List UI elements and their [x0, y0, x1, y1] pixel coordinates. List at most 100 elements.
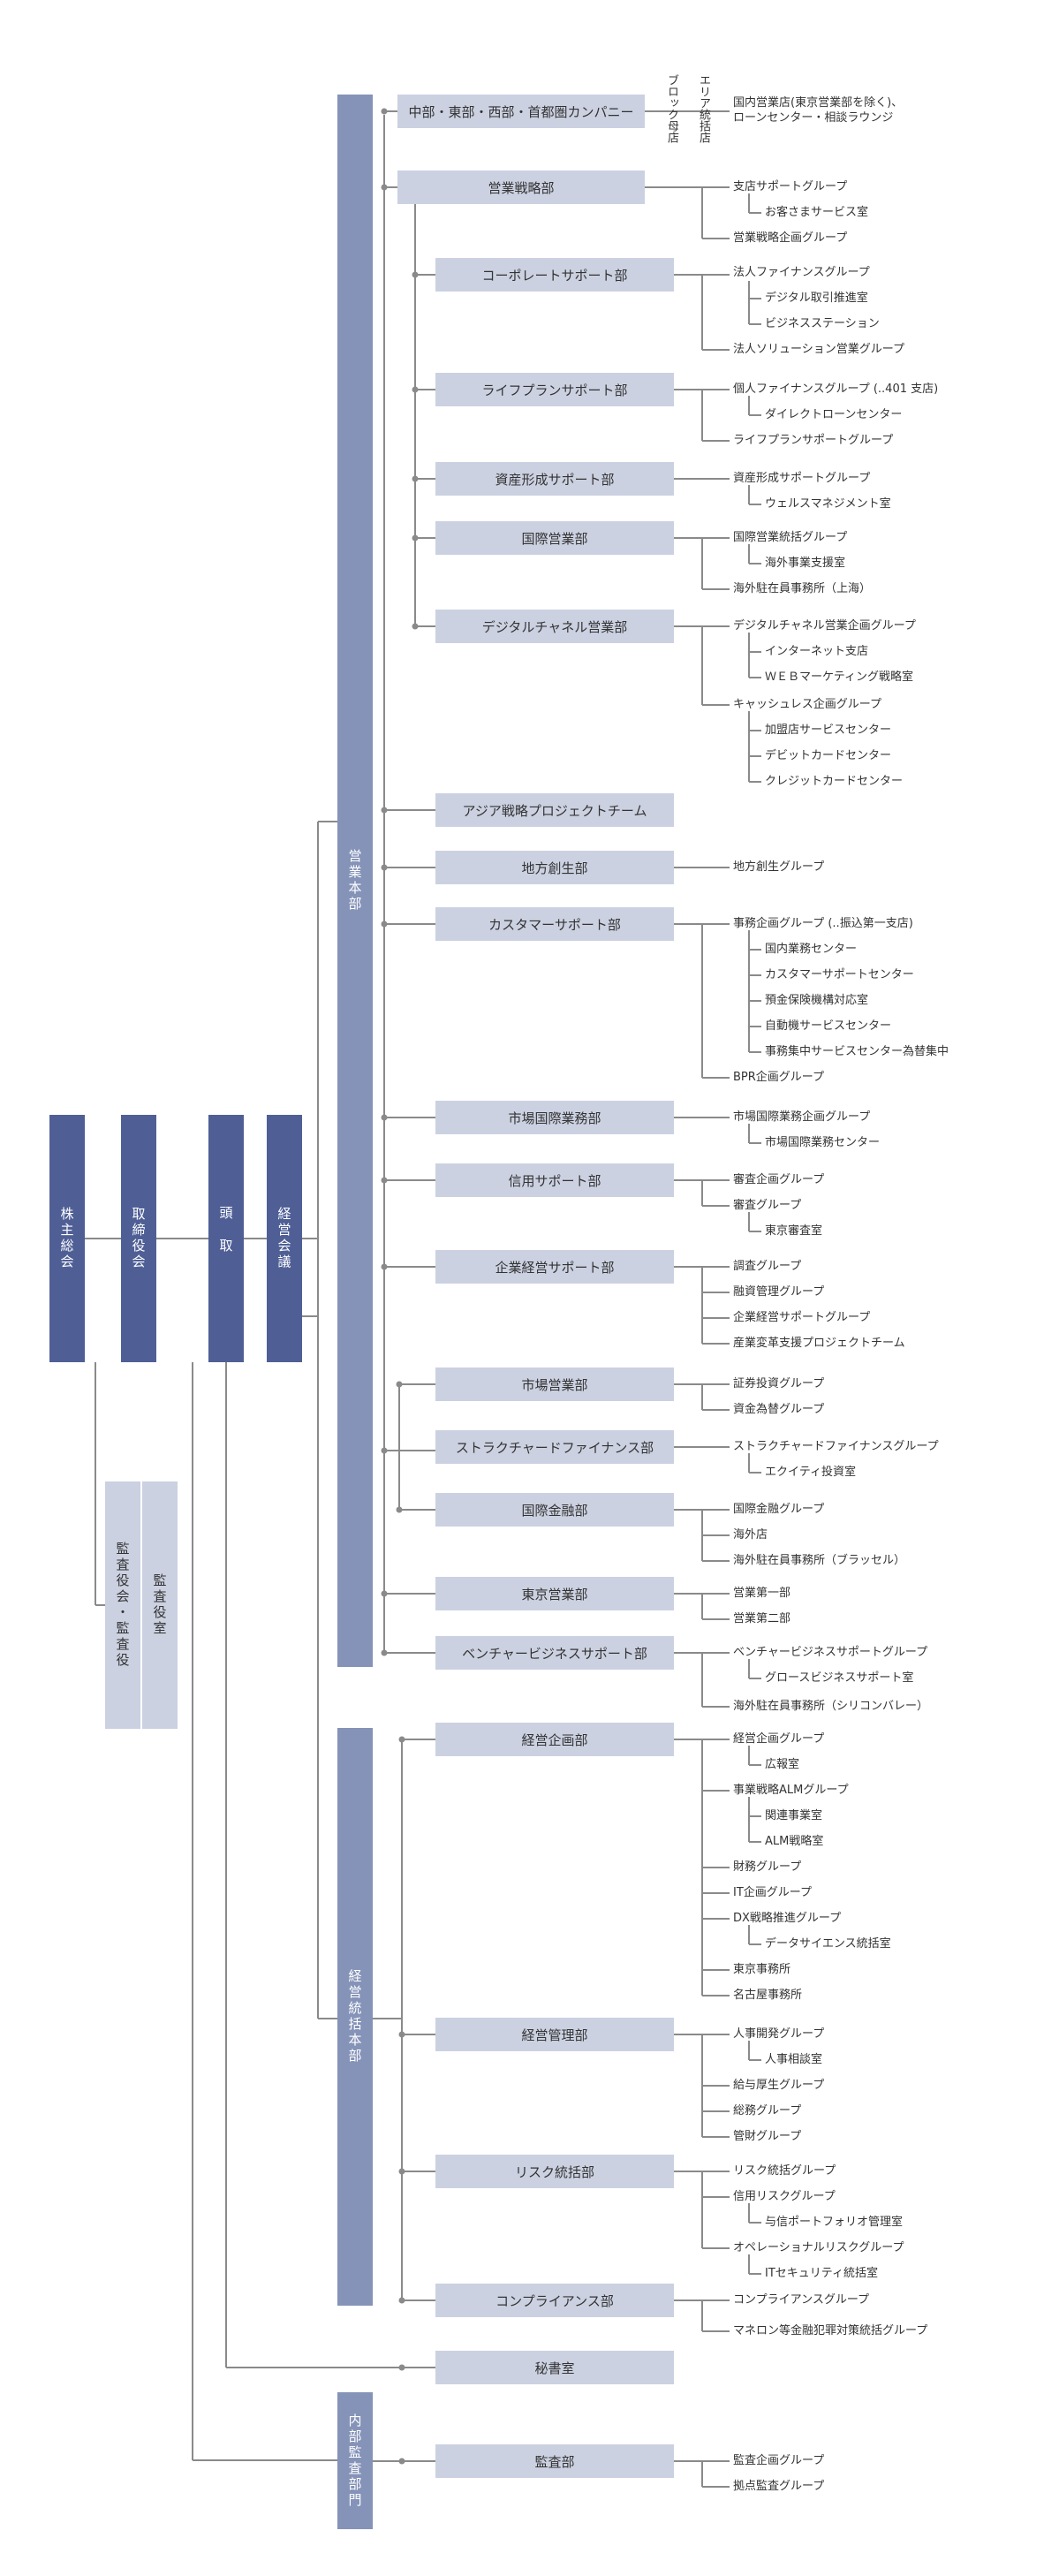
group-item: 法人ソリューション営業グループ	[733, 343, 904, 356]
group-item: DX戦略推進グループ	[733, 1912, 842, 1925]
dept-credit-support: 信用サポート部	[435, 1163, 674, 1197]
group-item: 証券投資グループ	[733, 1377, 825, 1390]
group-item: 地方創生グループ	[733, 860, 825, 874]
dept-asset-formation: 資産形成サポート部	[435, 462, 674, 496]
group-item: 預金保険機構対応室	[765, 994, 869, 1007]
president-box: 頭取	[208, 1115, 244, 1362]
group-item: 自動機サービスセンター	[765, 1019, 892, 1033]
group-item: BPR企画グループ	[733, 1071, 825, 1084]
dept-structured-finance: ストラクチャードファイナンス部	[435, 1430, 674, 1464]
internal-audit-division-box: 内部監査部門	[337, 2392, 373, 2529]
group-item: 営業戦略企画グループ	[733, 231, 848, 245]
group-item: ALM戦略室	[765, 1835, 824, 1848]
dept-tokyo-sales: 東京営業部	[435, 1577, 674, 1610]
group-item: 管財グループ	[733, 2130, 802, 2143]
group-item: 海外駐在員事務所（シリコンバレー）	[733, 1700, 929, 1713]
group-item: 法人ファイナンスグループ	[733, 266, 870, 279]
sales-division-box: 営業本部	[337, 95, 373, 1667]
group-item: ウェルスマネジメント室	[765, 497, 891, 511]
group-item: 信用リスクグループ	[733, 2190, 836, 2203]
group-item: コンプライアンスグループ	[733, 2293, 870, 2307]
group-item: 融資管理グループ	[733, 1285, 825, 1299]
group-item: 財務グループ	[733, 1860, 802, 1874]
group-item: データサイエンス統括室	[765, 1937, 891, 1951]
group-item: 市場国際業務センター	[765, 1136, 881, 1149]
group-item: 人事相談室	[765, 2053, 823, 2066]
group-item: ビジネスステーション	[765, 317, 880, 330]
dept-market-international-ops: 市場国際業務部	[435, 1101, 674, 1134]
dept-digital-channel: デジタルチャネル営業部	[435, 610, 674, 643]
group-item: インターネット支店	[765, 645, 869, 658]
group-item: 国際金融グループ	[733, 1503, 825, 1516]
group-item: 審査グループ	[733, 1199, 802, 1212]
group-item: キャッシュレス企画グループ	[733, 698, 881, 711]
audit-committee-box: 監査役会・監査役	[105, 1481, 140, 1729]
group-item: 海外駐在員事務所（ブラッセル）	[733, 1554, 906, 1567]
dept-customer-support: カスタマーサポート部	[435, 907, 674, 941]
group-item: オペレーショナルリスクグループ	[733, 2241, 904, 2254]
group-item: 個人ファイナンスグループ (..401 支店)	[733, 383, 939, 396]
group-item: 人事開発グループ	[733, 2027, 825, 2041]
group-item: 事業戦略ALMグループ	[733, 1784, 849, 1797]
corporate-division-box: 経営統括本部	[337, 1728, 373, 2306]
connector-dot	[398, 2458, 405, 2465]
dept-audit: 監査部	[435, 2444, 674, 2478]
group-item: デジタルチャネル営業企画グループ	[733, 619, 916, 633]
group-item: 拠点監査グループ	[733, 2480, 825, 2493]
block-branch-label: ブロック母店	[665, 74, 678, 143]
dept-market-sales: 市場営業部	[435, 1368, 674, 1401]
group-item: 支店サポートグループ	[733, 180, 848, 193]
group-item: デビットカードセンター	[765, 749, 892, 762]
group-item: 加盟店サービスセンター	[765, 724, 892, 737]
group-item: ITセキュリティ統括室	[765, 2267, 878, 2280]
shareholders-meeting-box: 株主総会	[49, 1115, 85, 1362]
dept-corporate-administration: 経営管理部	[435, 2018, 674, 2051]
group-item: ストラクチャードファイナンスグループ	[733, 1440, 939, 1453]
group-item: 国内営業店(東京営業部を除く)、	[733, 96, 904, 110]
group-item: 海外駐在員事務所（上海）	[733, 582, 872, 595]
group-item: 営業第一部	[733, 1587, 791, 1600]
group-item: デジタル取引推進室	[765, 292, 868, 305]
group-item: 市場国際業務企画グループ	[733, 1110, 871, 1124]
dept-international-sales: 国際営業部	[435, 521, 674, 555]
group-item: 事務集中サービスセンター為替集中	[765, 1045, 949, 1058]
group-item: エクイティ投資室	[765, 1466, 856, 1479]
group-item: ローンセンター・相談ラウンジ	[733, 111, 894, 125]
group-item: 監査企画グループ	[733, 2454, 825, 2467]
group-item: 給与厚生グループ	[733, 2079, 825, 2092]
dept-secretariat: 秘書室	[435, 2351, 674, 2384]
group-item: 総務グループ	[733, 2104, 802, 2118]
dept-risk-management: リスク統括部	[435, 2155, 674, 2188]
group-item: 企業経営サポートグループ	[733, 1311, 871, 1324]
group-item: マネロン等金融犯罪対策統括グループ	[733, 2324, 928, 2337]
group-item: カスタマーサポートセンター	[765, 968, 914, 981]
dept-business-mgmt-support: 企業経営サポート部	[435, 1250, 674, 1284]
group-item: 与信ポートフォリオ管理室	[765, 2216, 904, 2229]
audit-office-box: 監査役室	[142, 1481, 178, 1729]
group-item: ベンチャービジネスサポートグループ	[733, 1646, 928, 1659]
group-item: 国内業務センター	[765, 943, 858, 956]
group-item: 産業変革支援プロジェクトチーム	[733, 1337, 905, 1350]
dept-corporate-support: コーポレートサポート部	[435, 258, 674, 292]
dept-asia-strategy: アジア戦略プロジェクトチーム	[435, 793, 674, 827]
group-item: 事務企画グループ (..振込第一支店)	[733, 917, 913, 930]
group-item: リスク統括グループ	[733, 2164, 836, 2178]
area-branch-label: エリア統括店	[697, 74, 710, 143]
group-item: 広報室	[765, 1758, 800, 1771]
group-item: 東京審査室	[765, 1224, 823, 1238]
dept-corporate-planning: 経営企画部	[435, 1723, 674, 1756]
board-of-directors-box: 取締役会	[121, 1115, 156, 1362]
dept-international-finance: 国際金融部	[435, 1493, 674, 1527]
group-item: 資金為替グループ	[733, 1403, 825, 1416]
group-item: クレジットカードセンター	[765, 775, 904, 788]
connector-dot	[398, 2364, 405, 2371]
dept-lifeplan-support: ライフプランサポート部	[435, 373, 674, 406]
group-item: IT企画グループ	[733, 1886, 812, 1899]
dept-sales-strategy: 営業戦略部	[397, 170, 645, 204]
group-item: 調査グループ	[733, 1260, 802, 1273]
dept-venture-business: ベンチャービジネスサポート部	[435, 1636, 674, 1670]
group-item: 海外店	[733, 1528, 768, 1542]
group-item: 資産形成サポートグループ	[733, 472, 871, 485]
group-item: 営業第二部	[733, 1612, 791, 1625]
